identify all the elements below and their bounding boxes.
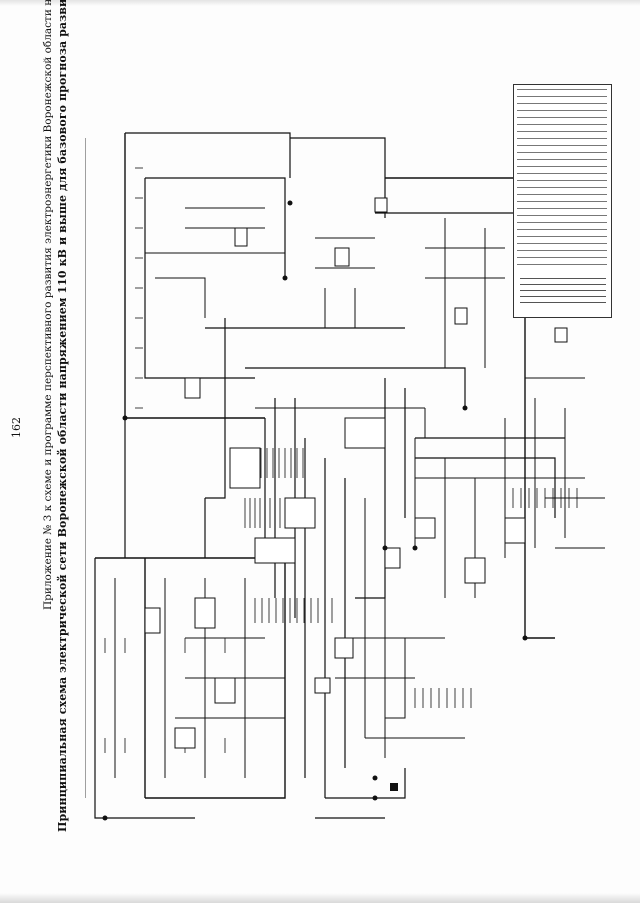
- legend-row-line: [517, 138, 607, 139]
- substation-block: [184, 377, 201, 399]
- substation-block: [334, 637, 354, 659]
- power-line: [415, 457, 556, 518]
- power-line: [385, 177, 555, 639]
- legend-row-line: [517, 96, 607, 97]
- legend-row-line: [517, 173, 607, 174]
- legend-row-line: [517, 110, 607, 111]
- substation-block: [254, 537, 296, 564]
- power-line: [375, 212, 526, 218]
- legend-row-line: [517, 201, 607, 202]
- legend-row-line: [517, 215, 607, 216]
- substation-block: [314, 677, 331, 694]
- node-mark: [382, 545, 388, 551]
- substation-block: [464, 557, 486, 584]
- node-mark: [282, 275, 288, 281]
- legend-row-line: [517, 131, 607, 132]
- node-mark: [287, 200, 293, 206]
- appendix-caption: Приложение № 3 к схеме и программе персп…: [42, 0, 54, 610]
- substation-block: [284, 497, 316, 529]
- substation-block: [344, 417, 386, 449]
- legend-row-line: [517, 124, 607, 125]
- node-mark: [122, 415, 128, 421]
- legend-row-line: [517, 229, 607, 230]
- legend-row-line: [517, 103, 607, 104]
- node-mark: [412, 545, 418, 551]
- substation-block: [174, 727, 196, 749]
- power-line: [325, 768, 406, 799]
- node-mark: [462, 405, 468, 411]
- power-line: [205, 318, 226, 499]
- legend-row-line: [517, 222, 607, 223]
- node-mark: [102, 815, 108, 821]
- substation-block: [374, 197, 388, 213]
- legend-row-line: [517, 194, 607, 195]
- legend-row-line: [517, 236, 607, 237]
- substation-block: [414, 517, 436, 539]
- legend-row-line: [517, 166, 607, 167]
- legend-row-line: [517, 187, 607, 188]
- legend-row-line: [517, 145, 607, 146]
- substation-block: [194, 597, 216, 629]
- electrical-network-schematic: [85, 132, 605, 821]
- legend-rows: [517, 89, 607, 269]
- substation-block: [144, 607, 161, 634]
- power-line: [94, 558, 195, 819]
- legend-row-line: [517, 159, 607, 160]
- node-mark: [372, 795, 378, 801]
- substation-block: [214, 677, 236, 704]
- station-mark: [390, 783, 398, 791]
- power-line: [245, 367, 466, 408]
- power-line: [145, 177, 286, 278]
- power-line: [125, 132, 291, 178]
- legend-row-line: [517, 180, 607, 181]
- substation-block: [454, 307, 468, 325]
- power-line: [144, 178, 255, 379]
- legend-row-line: [517, 208, 607, 209]
- legend-row-line: [517, 243, 607, 244]
- schema-title: Принципиальная схема электрической сети …: [56, 0, 69, 832]
- page-number: 162: [10, 417, 23, 438]
- substation-block: [229, 447, 261, 489]
- substation-block: [554, 327, 568, 343]
- legend-row-line: [517, 89, 607, 90]
- power-line: [290, 137, 386, 218]
- substation-blocks: [144, 197, 568, 749]
- legend-caption-lines: [520, 273, 606, 313]
- legend-row-line: [517, 152, 607, 153]
- substation-block: [334, 247, 350, 267]
- scan-edge-top: [0, 0, 640, 6]
- node-mark: [522, 635, 528, 641]
- power-line: [124, 133, 265, 419]
- substation-block: [504, 517, 526, 544]
- substation-block: [384, 547, 401, 569]
- legend-row-line: [517, 257, 607, 258]
- power-line: [155, 277, 206, 318]
- scan-edge-bottom: [0, 893, 640, 903]
- power-line: [145, 558, 286, 799]
- node-mark: [372, 775, 378, 781]
- power-line: [355, 378, 386, 599]
- legend-row-line: [517, 117, 607, 118]
- substation-block: [234, 227, 248, 247]
- legend-row-line: [517, 264, 607, 265]
- legend-table: [513, 84, 612, 318]
- power-line: [385, 638, 406, 719]
- schematic-marks: [102, 200, 528, 821]
- legend-row-line: [517, 250, 607, 251]
